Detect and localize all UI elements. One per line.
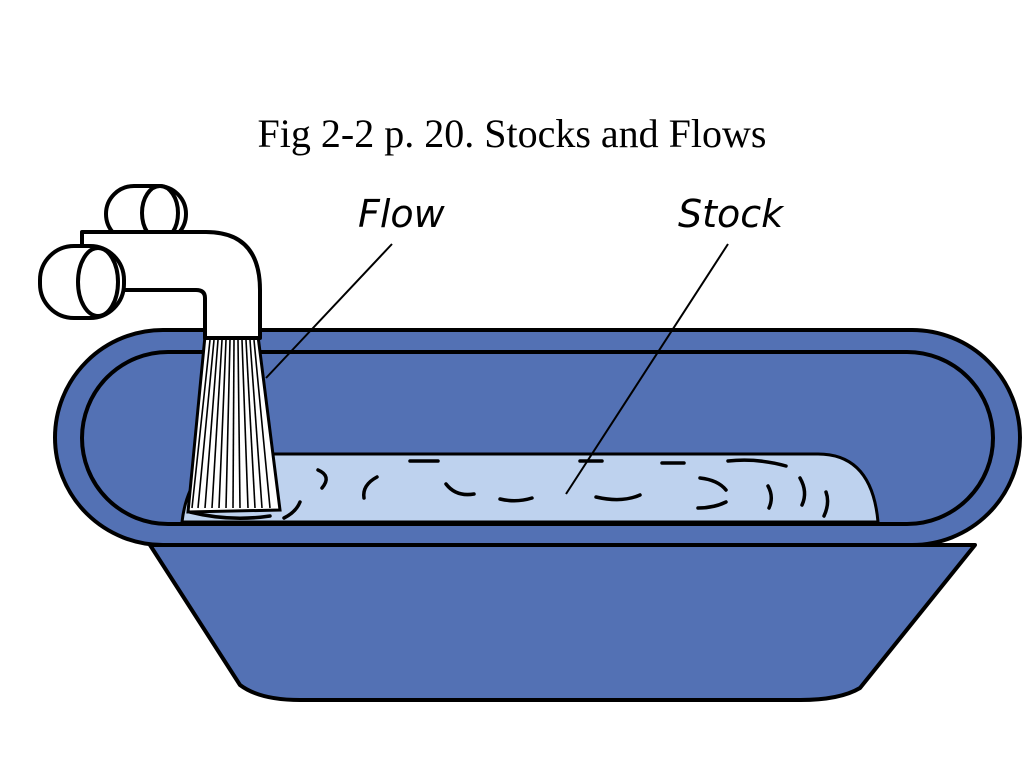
water-stock [180,452,880,524]
stock-label: Stock [678,192,785,236]
flow-label: Flow [358,192,446,236]
water-stream-icon [186,334,282,514]
water-ripples [188,458,830,520]
faucet-pipe [80,230,262,340]
slide-title: Fig 2-2 p. 20. Stocks and Flows [257,111,767,156]
stock-callout-line [565,243,729,495]
flow-callout-line [265,243,393,379]
faucet-icon [38,184,262,340]
tub-body [148,543,977,702]
